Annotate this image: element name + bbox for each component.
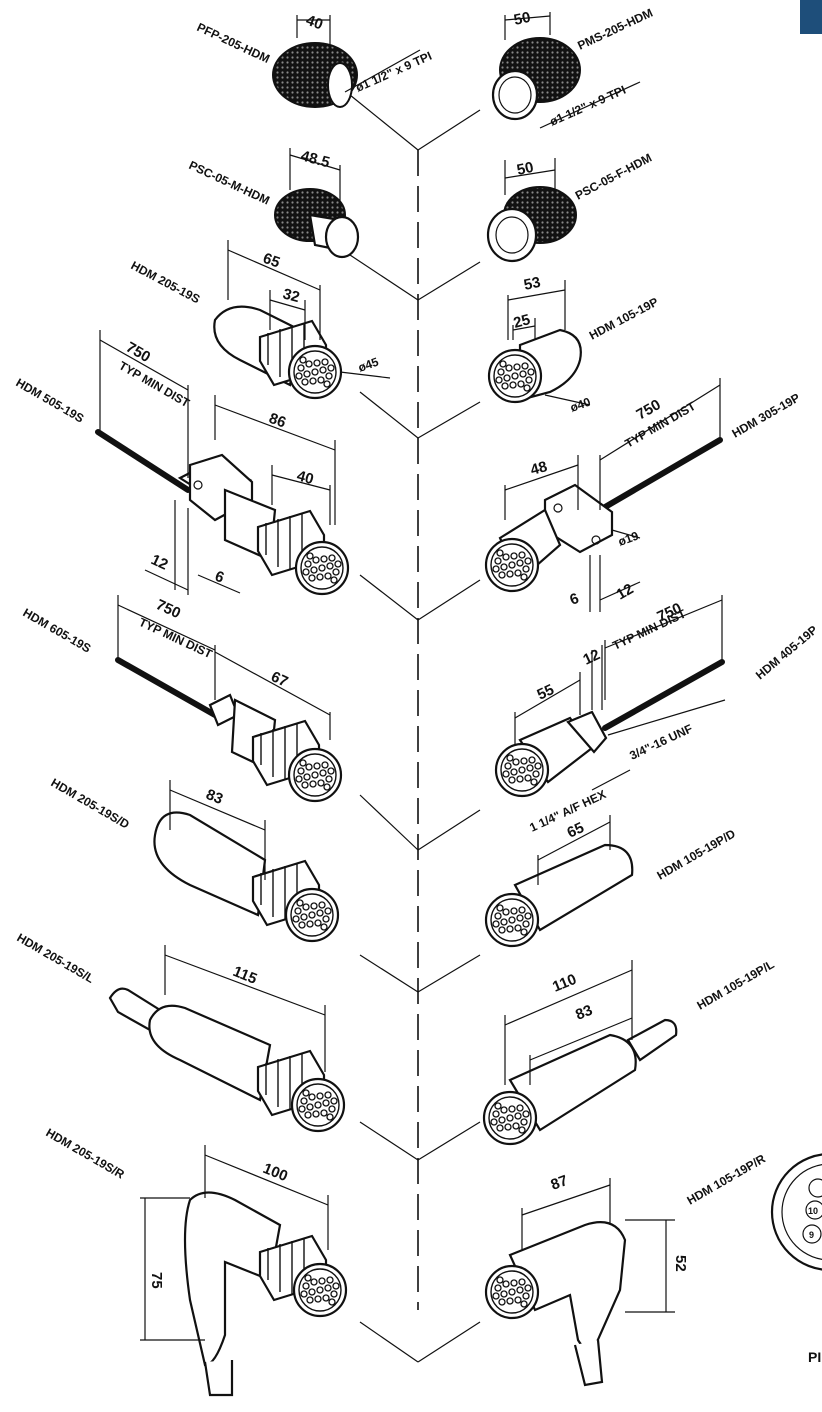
dim-52: 52 bbox=[672, 1255, 689, 1272]
dim-48-5: 48.5 bbox=[299, 147, 332, 171]
dim-12-c: 12 bbox=[581, 646, 603, 668]
pin-10: 10 bbox=[808, 1206, 818, 1216]
hdm-105-19p-l bbox=[482, 960, 678, 1146]
hdm-605-19s bbox=[115, 595, 343, 803]
dim-40-top: 40 bbox=[304, 12, 325, 34]
dim-750-c: 750 bbox=[153, 596, 183, 622]
dim-dia-45: ø45 bbox=[356, 354, 381, 374]
label-hdm-105-19p: HDM 105-19P bbox=[587, 295, 661, 343]
dim-dia-40: ø40 bbox=[568, 394, 593, 414]
psc-05-m-hdm bbox=[274, 148, 360, 259]
pin-layout-detail bbox=[770, 1153, 822, 1271]
center-divider bbox=[349, 94, 481, 1363]
label-hdm-405-19p: HDM 405-19P bbox=[753, 623, 820, 683]
dim-110: 110 bbox=[550, 971, 579, 996]
label-hdm-205-19s: HDM 205-19S bbox=[129, 258, 203, 306]
dim-55: 55 bbox=[535, 681, 557, 703]
label-hdm-105-19p-r: HDM 105-19P/R bbox=[685, 1151, 769, 1207]
dim-65: 65 bbox=[261, 250, 282, 272]
label-hdm-105-19p-l: HDM 105-19P/L bbox=[695, 957, 777, 1012]
dim-83-b: 83 bbox=[573, 1002, 595, 1024]
hdm-405-19p bbox=[494, 595, 726, 798]
dim-67: 67 bbox=[268, 668, 290, 690]
hdm-205-19s-l bbox=[108, 945, 346, 1133]
dim-unf: 3/4"-16 UNF bbox=[627, 721, 694, 762]
dim-12-b: 12 bbox=[614, 580, 637, 603]
label-pfp-205-hdm: PFP-205-HDM bbox=[195, 20, 272, 66]
label-hdm-205-19s-l: HDM 205-19S/L bbox=[15, 930, 97, 985]
label-hdm-605-19s: HDM 605-19S bbox=[21, 605, 94, 655]
dim-25: 25 bbox=[512, 311, 533, 332]
label-pms-205-hdm: PMS-205-HDM bbox=[575, 6, 655, 53]
dim-6-a: 6 bbox=[213, 568, 227, 587]
title-tab bbox=[800, 0, 822, 34]
hdm-205-19s-r bbox=[140, 1145, 348, 1397]
dim-40-row4: 40 bbox=[295, 467, 316, 488]
dim-86: 86 bbox=[267, 410, 288, 432]
dim-50-row2: 50 bbox=[515, 159, 535, 179]
dim-87: 87 bbox=[549, 1172, 570, 1194]
hdm-105-19p bbox=[487, 280, 591, 406]
dim-dia-19: ø19 bbox=[616, 528, 641, 548]
dim-6-b: 6 bbox=[568, 590, 582, 609]
label-hdm-105-19p-d: HDM 105-19P/D bbox=[655, 826, 739, 882]
label-hdm-505-19s: HDM 505-19S bbox=[14, 375, 87, 425]
dim-12-a: 12 bbox=[148, 551, 170, 573]
dim-thread-left: ø1 1/2" x 9 TPI bbox=[354, 49, 434, 95]
pin-9: 9 bbox=[809, 1230, 814, 1240]
hdm-205-19s-d bbox=[153, 780, 340, 943]
dim-32: 32 bbox=[281, 285, 302, 306]
label-hdm-305-19p: HDM 305-19P bbox=[730, 390, 803, 440]
label-hdm-205-19s-r: HDM 205-19S/R bbox=[44, 1125, 128, 1181]
dim-75: 75 bbox=[148, 1272, 165, 1289]
dim-115: 115 bbox=[231, 963, 260, 988]
pfp-205-hdm-cap bbox=[272, 15, 421, 108]
label-psc-05-f-hdm: PSC-05-F-HDM bbox=[573, 151, 654, 203]
hdm-305-19p bbox=[484, 378, 723, 612]
label-psc-05-m-hdm: PSC-05-M-HDM bbox=[187, 158, 272, 208]
corner-text: PI bbox=[808, 1349, 821, 1365]
hdm-205-19s bbox=[213, 240, 391, 400]
typ-min-dist-d: TYP MIN DIST bbox=[610, 606, 688, 652]
dim-65-b: 65 bbox=[565, 819, 587, 841]
dim-48: 48 bbox=[529, 458, 550, 479]
pms-205-hdm-socket bbox=[491, 12, 641, 129]
label-hdm-205-19s-d: HDM 205-19S/D bbox=[49, 775, 133, 831]
hdm-105-19p-d bbox=[484, 815, 634, 948]
hdm-505-19s bbox=[95, 330, 350, 596]
dim-50-top: 50 bbox=[512, 9, 532, 29]
dim-100: 100 bbox=[261, 1160, 291, 1185]
psc-05-f-hdm bbox=[486, 158, 577, 263]
hdm-105-19p-r bbox=[484, 1178, 675, 1387]
typ-min-dist-a: TYP MIN DIST bbox=[117, 358, 193, 410]
dim-53: 53 bbox=[522, 274, 542, 294]
dim-83: 83 bbox=[204, 786, 226, 808]
